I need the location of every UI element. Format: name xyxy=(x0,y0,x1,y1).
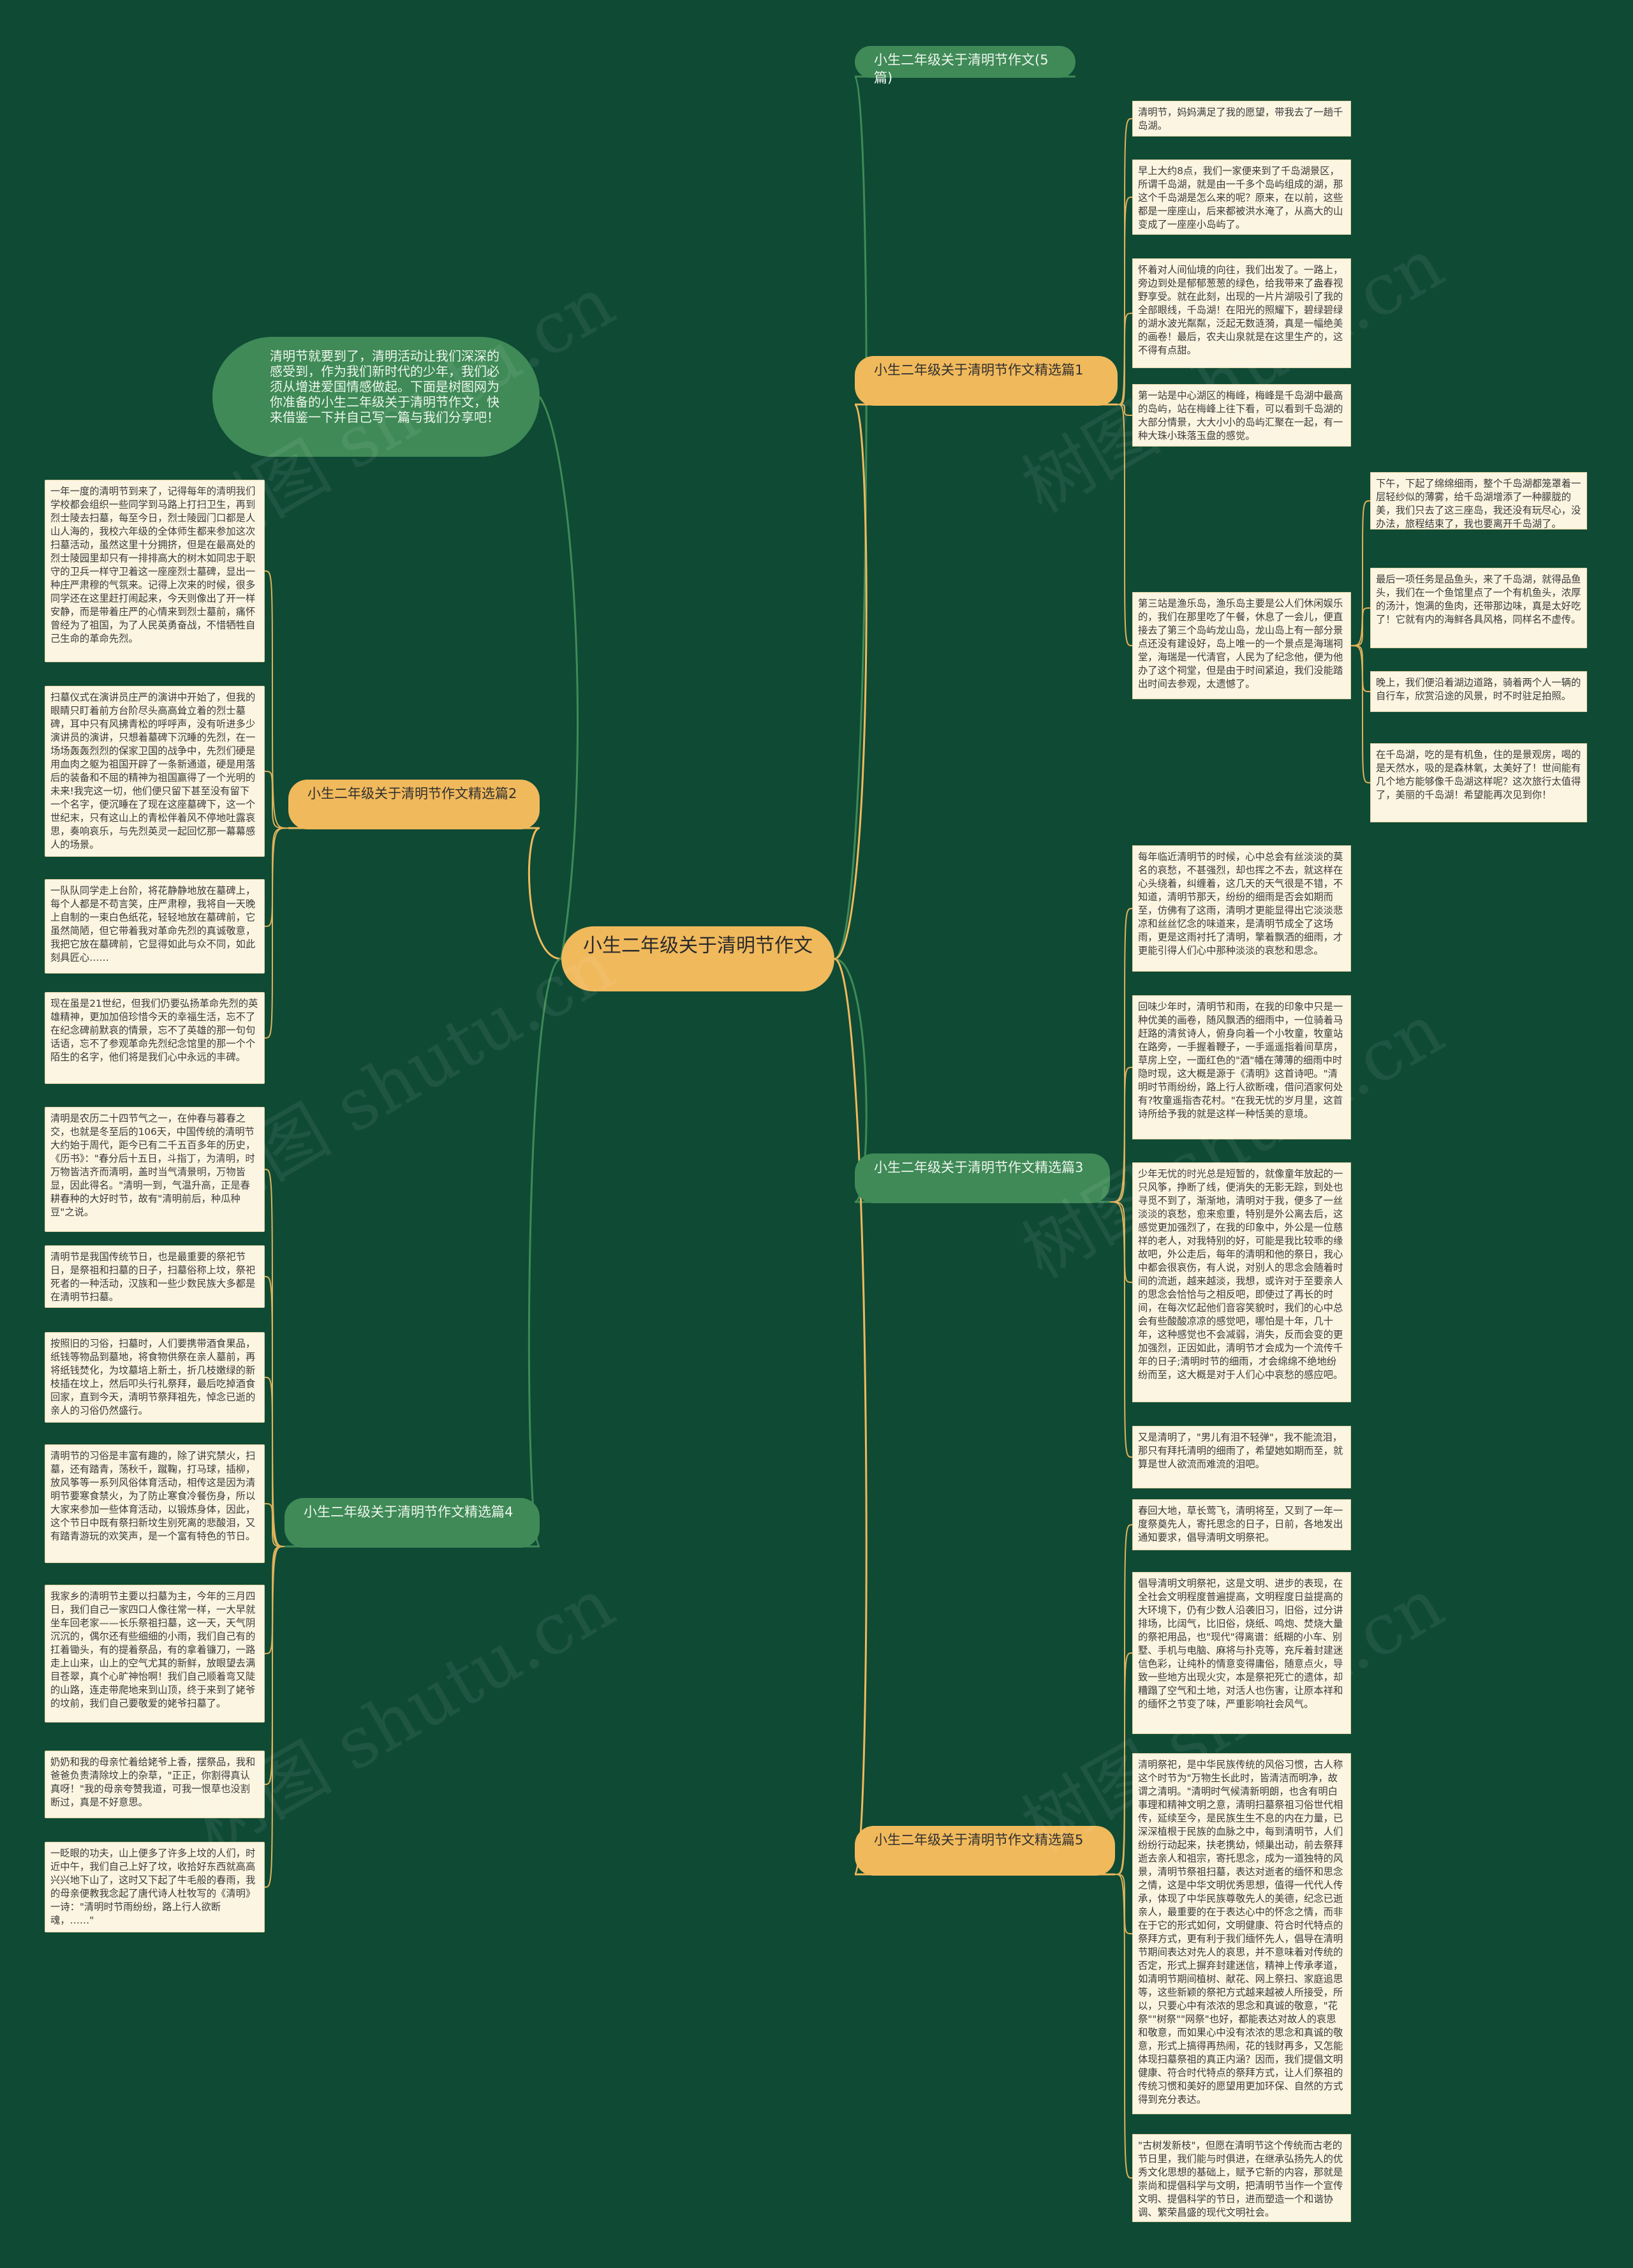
connector-line xyxy=(1114,1874,1133,2179)
connector-line xyxy=(264,1377,285,1547)
branch-topic-2: 小生二年级关于清明节作文精选篇2 xyxy=(288,780,540,829)
root-topic: 小生二年级关于清明节作文 xyxy=(561,926,834,991)
connector-line xyxy=(264,827,289,927)
sub-leaf-text: 下午，下起了绵绵细雨，整个千岛湖都笼罩着一层轻纱似的薄雾，给千岛湖增添了一种朦胧… xyxy=(1370,472,1587,530)
connector-line xyxy=(264,1546,285,1888)
branch-topic-3: 小生二年级关于清明节作文精选篇3 xyxy=(855,1153,1110,1203)
branch-topic-5: 小生二年级关于清明节作文精选篇5 xyxy=(855,1826,1115,1876)
connector-line xyxy=(528,827,562,960)
leaf-text: 又是清明了，"男儿有泪不轻弹"，我不能流泪，那只有拜托清明的细雨了，希望她如期而… xyxy=(1132,1426,1351,1488)
leaf-text: 清明节是我国传统节日，也是最重要的祭祀节日，是祭祖和扫墓的日子，扫墓俗称上坟，祭… xyxy=(45,1245,265,1308)
leaf-text: 每年临近清明节的时候，心中总会有丝淡淡的莫名的哀愁，不甚强烈，却也挥之不去，就这… xyxy=(1132,845,1351,972)
connector-line xyxy=(538,396,579,960)
intro-summary: 清明节就要到了，清明活动让我们深深的感受到，作为我们新时代的少年，我们必须从增进… xyxy=(212,337,540,457)
connector-line xyxy=(1117,196,1133,405)
connector-line xyxy=(834,75,868,960)
leaf-text: 扫墓仪式在演讲员庄严的演讲中开始了，但我的眼睛只盯着前方台阶尽头高高耸立着的烈士… xyxy=(45,686,265,857)
leaf-text: 回味少年时，清明节和雨，在我的印象中只是一种优美的画卷，随风飘洒的细雨中，一位骑… xyxy=(1132,995,1351,1139)
branch-topic-4: 小生二年级关于清明节作文精选篇4 xyxy=(284,1498,540,1548)
leaf-text: 第三站是渔乐岛，渔乐岛主要是公人们休闲娱乐的，我们在那里吃了午餐，休息了一会儿，… xyxy=(1132,592,1351,699)
connector-line xyxy=(264,771,289,829)
connector-line xyxy=(1350,645,1371,783)
leaf-text: 少年无忧的时光总是短暂的，就像童年放起的一只风筝，挣断了线，便消失的无影无踪，到… xyxy=(1132,1162,1351,1402)
connector-line xyxy=(1109,1067,1133,1203)
connector-line xyxy=(1117,313,1133,405)
connector-line xyxy=(264,1169,285,1547)
connector-line xyxy=(1114,1874,1133,1934)
connector-line xyxy=(1350,500,1371,646)
branch-topic-0: 小生二年级关于清明节作文(5篇) xyxy=(855,46,1075,85)
connector-line xyxy=(264,570,289,829)
leaf-text: 清明节，妈妈满足了我的愿望，带我去了一趟千岛湖。 xyxy=(1132,101,1351,137)
connector-line xyxy=(1350,607,1371,646)
leaf-text: 怀着对人间仙境的向往，我们出发了。一路上，旁边到处是郁郁葱葱的绿色，给我带来了盎… xyxy=(1132,258,1351,368)
leaf-text: 早上大约8点，我们一家便来到了千岛湖景区，所谓千岛湖，就是由一千多个岛屿组成的湖… xyxy=(1132,159,1351,235)
leaf-text: 清明是农历二十四节气之一，在仲春与暮春之交，也就是冬至后的106天，中国传统的清… xyxy=(45,1107,265,1232)
leaf-text: 倡导清明文明祭祀，这是文明、进步的表现，在全社会文明程度普遍提高，文明程度日益提… xyxy=(1132,1572,1351,1734)
connector-line xyxy=(528,958,562,1548)
connector-line xyxy=(264,1276,285,1547)
connector-line xyxy=(264,1546,285,1785)
leaf-text: 我家乡的清明节主要以扫墓为主，今年的三月四日，我们自己一家四口人像往常一样，一大… xyxy=(45,1585,265,1723)
connector-line xyxy=(1114,1652,1133,1875)
leaf-text: 现在虽是21世纪，但我们仍要弘扬革命先烈的英雄精神，更加加倍珍惜今天的幸福生活，… xyxy=(45,992,265,1084)
connector-line xyxy=(1117,404,1133,646)
connector-line xyxy=(1117,404,1133,416)
connector-line xyxy=(1114,1524,1133,1875)
leaf-text: 一眨眼的功夫，山上便多了许多上坟的人们，时近中午，我们自己上好了坟，收拾好东西就… xyxy=(45,1842,265,1932)
leaf-text: "古树发新枝"，但愿在清明节这个传统而古老的节日里，我们能与时俱进，在继承弘扬先… xyxy=(1132,2134,1351,2222)
sub-leaf-text: 在千岛湖，吃的是有机鱼，住的是景观房，喝的是天然水，吸的是森林氧，太美好了！世间… xyxy=(1370,743,1587,822)
connector-line xyxy=(1109,1201,1133,1283)
connector-line xyxy=(264,827,289,1039)
leaf-text: 清明祭祀，是中华民族传统的风俗习惯，古人称这个时节为"万物生长此时，皆清洁而明净… xyxy=(1132,1753,1351,2114)
leaf-text: 按照旧的习俗，扫墓时，人们要携带酒食果品，纸钱等物品到墓地，将食物供祭在亲人墓前… xyxy=(45,1332,265,1423)
leaf-text: 春回大地，草长莺飞，清明将至，又到了一年一度祭奠先人，寄托思念的日子，日前，各地… xyxy=(1132,1499,1351,1550)
sub-leaf-text: 最后一项任务是品鱼头，来了千岛湖，就得品鱼头，我们在一个鱼馆里点了一个有机鱼头，… xyxy=(1370,568,1587,648)
leaf-text: 奶奶和我的母亲忙着给姥爷上香，摆祭品，我和爸爸负责清除坟上的杂草，"正正，你割得… xyxy=(45,1751,265,1818)
leaf-text: 一队队同学走上台阶，将花静静地放在墓碑上，每个人都是不苟言笑，庄严肃穆，我将自一… xyxy=(45,879,265,974)
connector-line xyxy=(1109,1201,1133,1458)
connector-line xyxy=(834,958,868,1876)
leaf-text: 第一站是中心湖区的梅峰，梅峰是千岛湖中最高的岛屿，站在梅峰上往下看，可以看到千岛… xyxy=(1132,384,1351,447)
connector-line xyxy=(834,403,868,960)
leaf-text: 清明节的习俗是丰富有趣的，除了讲究禁火，扫墓，还有踏青，荡秋千，蹴鞠，打马球，插… xyxy=(45,1444,265,1563)
connector-line xyxy=(1109,908,1133,1203)
branch-topic-1: 小生二年级关于清明节作文精选篇1 xyxy=(855,356,1118,406)
connector-line xyxy=(264,1503,285,1547)
sub-leaf-text: 晚上，我们便沿着湖边道路，骑着两个人一辆的自行车，欣赏沿途的风景，时不时驻足拍照… xyxy=(1370,671,1587,712)
leaf-text: 一年一度的清明节到来了，记得每年的清明我们学校都会组织一些同学到马路上打扫卫生，… xyxy=(45,480,265,662)
